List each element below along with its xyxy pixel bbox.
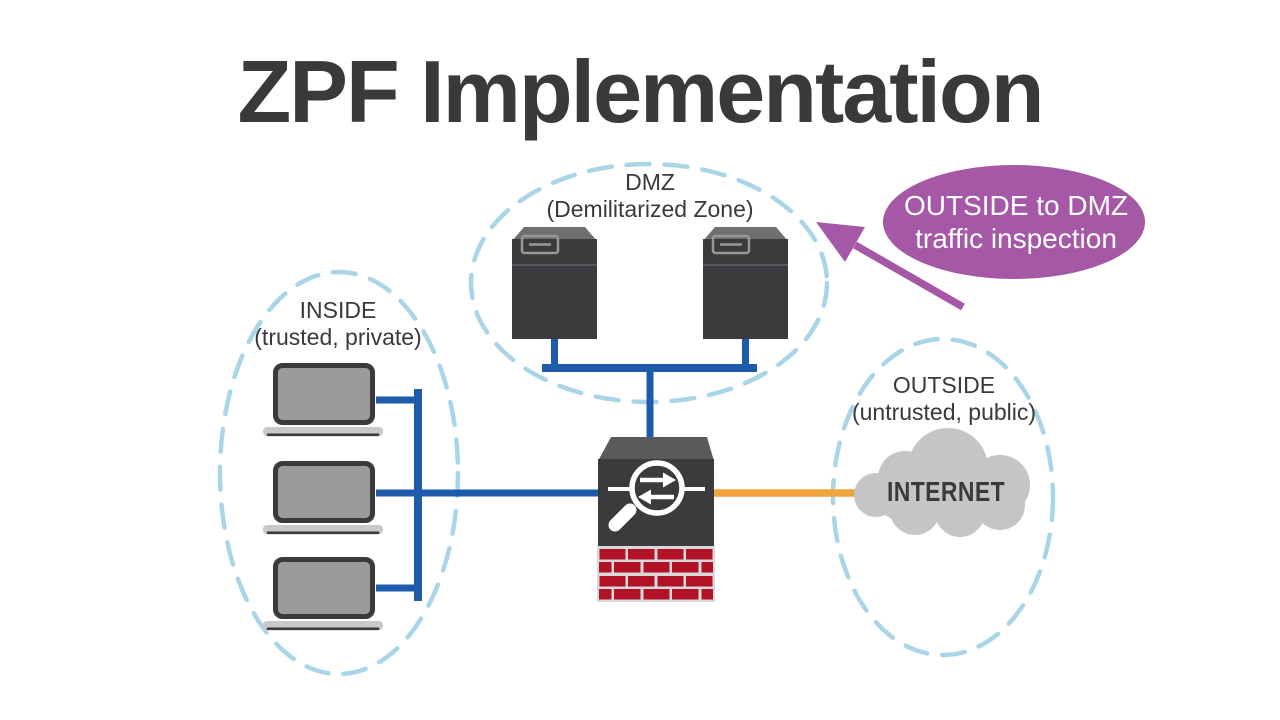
dmz-zone-label: DMZ xyxy=(625,169,675,195)
page-title: ZPF Implementation xyxy=(237,42,1045,141)
laptop-icon xyxy=(263,464,383,535)
laptop-icon xyxy=(263,366,383,437)
dmz-zone-sublabel: (Demilitarized Zone) xyxy=(546,196,754,222)
annotation-bubble xyxy=(883,165,1145,279)
server-icon xyxy=(703,227,788,339)
inside-links xyxy=(376,389,598,601)
outside-zone-ellipse xyxy=(830,336,1056,658)
inspection-arrow-icon xyxy=(816,222,965,311)
inside-zone-sublabel: (trusted, private) xyxy=(254,324,422,350)
firewall-top-face xyxy=(598,437,714,461)
annotation-text: OUTSIDE to DMZ traffic inspection xyxy=(904,189,1128,255)
outside-zone-sublabel: (untrusted, public) xyxy=(851,399,1037,425)
server-icon xyxy=(512,227,597,339)
inside-zone-label-group: INSIDE (trusted, private) xyxy=(254,297,421,351)
dmz-zone-label-group: DMZ (Demilitarized Zone) xyxy=(546,169,753,223)
annotation-line1: OUTSIDE to DMZ xyxy=(903,190,1129,221)
outside-zone-label-group: OUTSIDE (untrusted, public) xyxy=(852,372,1036,426)
inside-zone-ellipse xyxy=(217,269,461,677)
dmz-links xyxy=(542,338,757,440)
firewall-brick-wall xyxy=(597,546,715,602)
annotation-line2: traffic inspection xyxy=(915,223,1117,254)
firewall-icon xyxy=(597,437,715,602)
laptop-icon xyxy=(263,560,383,631)
internet-cloud-icon xyxy=(854,428,1030,537)
inside-zone-label: INSIDE xyxy=(299,297,377,323)
internet-label: INTERNET xyxy=(886,476,1006,507)
outside-zone-label: OUTSIDE xyxy=(892,372,996,398)
inspection-magnifier-icon xyxy=(608,460,705,532)
